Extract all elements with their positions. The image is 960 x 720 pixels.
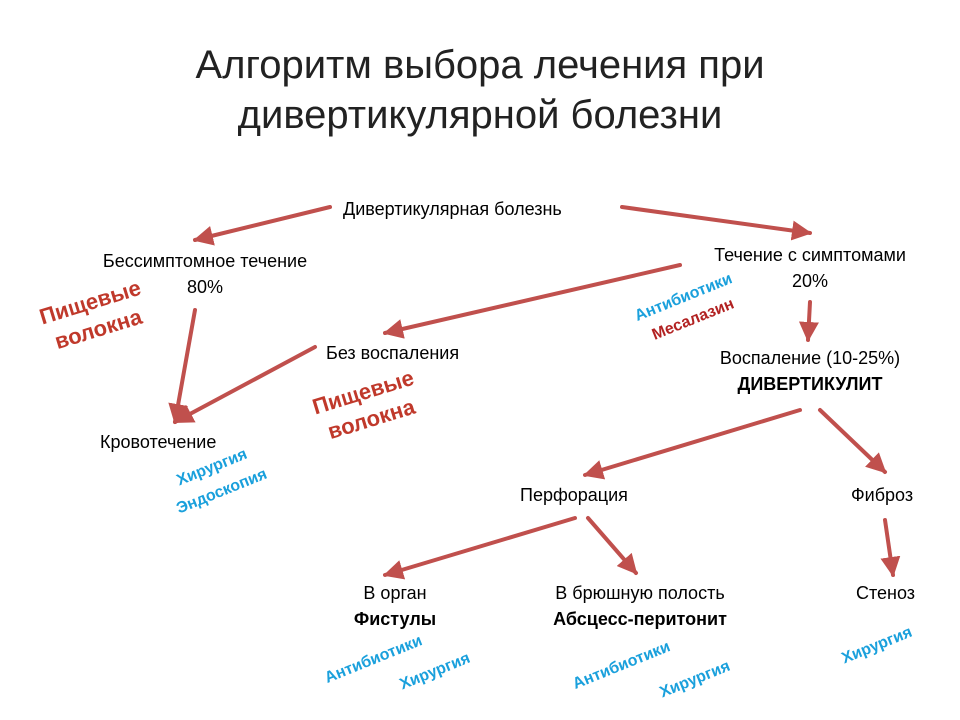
node-inflammation: Воспаление (10-25%) ДИВЕРТИКУЛИТ bbox=[680, 345, 940, 397]
arrow-inflammation-to-fibrosis bbox=[818, 408, 887, 474]
arrow-perforation-to-abdomen bbox=[586, 516, 638, 575]
title-line-2: дивертикулярной болезни bbox=[237, 93, 723, 137]
node-abscess-peritonitis: Абсцесс-перитонит bbox=[553, 609, 727, 629]
node-inflammation-label: Воспаление (10-25%) bbox=[719, 348, 901, 368]
node-symptomatic-percent: 20% bbox=[791, 271, 829, 291]
node-into-abdomen-label: В брюшную полость bbox=[555, 583, 725, 603]
node-asymptomatic-label: Бессимптомное течение bbox=[102, 251, 308, 271]
title-line-1: Алгоритм выбора лечения при bbox=[195, 43, 765, 87]
node-no-inflammation: Без воспаления bbox=[326, 343, 460, 363]
node-into-organ-label: В орган bbox=[363, 583, 427, 603]
node-symptomatic-label: Течение с симптомами bbox=[714, 245, 906, 265]
node-stenosis: Стеноз bbox=[856, 583, 916, 603]
node-fibrosis: Фиброз bbox=[851, 485, 914, 505]
node-perforation: Перфорация bbox=[520, 485, 628, 505]
node-bleeding: Кровотечение bbox=[100, 432, 217, 452]
arrow-symptomatic-to-inflammation bbox=[798, 300, 819, 342]
node-into-abdomen: В брюшную полость Абсцесс-перитонит bbox=[520, 580, 760, 632]
node-symptomatic: Течение с симптомами 20% bbox=[670, 242, 950, 294]
arrow-perforation-to-organ bbox=[383, 516, 577, 580]
node-root: Дивертикулярная болезнь bbox=[343, 199, 562, 219]
arrow-fibrosis-to-stenosis bbox=[880, 518, 901, 577]
node-diverticulitis: ДИВЕРТИКУЛИТ bbox=[737, 374, 883, 394]
page-title: Алгоритм выбора лечения при дивертикуляр… bbox=[0, 40, 960, 140]
arrow-no-inflammation-to-bleeding bbox=[173, 345, 317, 424]
node-asymptomatic-percent: 80% bbox=[186, 277, 224, 297]
arrow-inflammation-to-perforation bbox=[583, 408, 802, 480]
arrow-asymptomatic-to-bleeding bbox=[168, 308, 197, 424]
node-fistulas: Фистулы bbox=[353, 609, 437, 629]
node-into-organ: В орган Фистулы bbox=[320, 580, 470, 632]
arrow-root-to-asymptomatic bbox=[193, 205, 332, 246]
node-asymptomatic: Бессимптомное течение 80% bbox=[60, 248, 350, 300]
arrow-root-to-symptomatic bbox=[620, 205, 812, 241]
arrow-symptomatic-to-no-inflammation bbox=[383, 263, 682, 339]
